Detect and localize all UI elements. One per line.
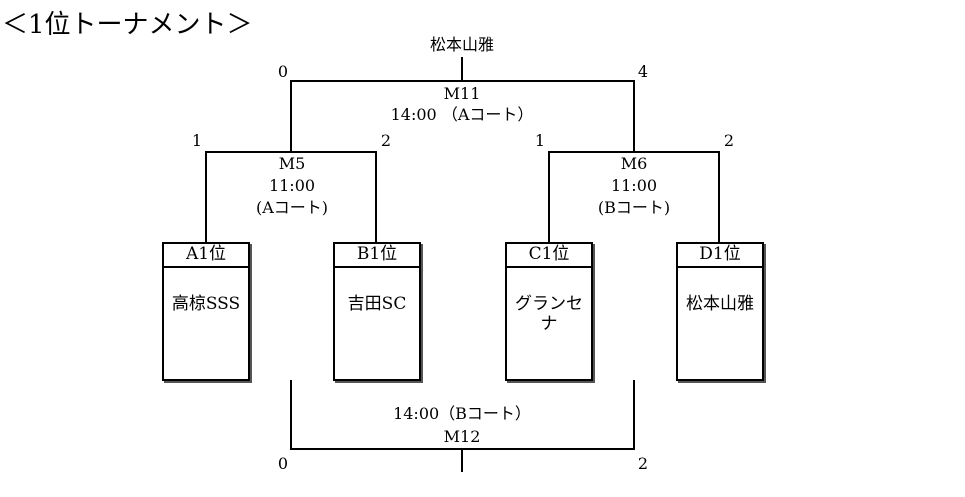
final-bracket-line bbox=[290, 80, 635, 82]
third-winner-line bbox=[461, 448, 463, 472]
semi-left-leg-a bbox=[205, 151, 207, 243]
team-box-b1: B1位 吉田SC bbox=[333, 242, 421, 381]
team-box-d1: D1位 松本山雅 bbox=[676, 242, 764, 381]
semi-left-court: (Aコート) bbox=[255, 198, 329, 217]
semi-right-time: 11:00 bbox=[610, 176, 658, 195]
semi-left-match-label: M5 bbox=[278, 154, 306, 173]
final-match-label: M11 bbox=[443, 84, 481, 103]
semi-right-score-left: 1 bbox=[534, 131, 546, 150]
team-seed: B1位 bbox=[335, 244, 419, 268]
final-right-leg bbox=[633, 80, 635, 152]
semi-right-score-right: 2 bbox=[723, 131, 735, 150]
team-name: グランセナ bbox=[515, 294, 583, 334]
final-time-court: 14:00 （Aコート） bbox=[390, 105, 534, 124]
team-name: 吉田SC bbox=[347, 294, 407, 314]
team-seed: C1位 bbox=[507, 244, 591, 268]
semi-left-leg-b bbox=[375, 151, 377, 243]
semi-right-leg-c bbox=[548, 151, 550, 243]
final-winner-line bbox=[461, 57, 463, 81]
page-title: ＜1位トーナメント＞ bbox=[2, 10, 253, 40]
third-score-left: 0 bbox=[277, 454, 289, 473]
final-left-leg bbox=[290, 80, 292, 152]
third-right-leg bbox=[633, 380, 635, 450]
semi-right-leg-d bbox=[718, 151, 720, 243]
semi-left-bracket-line bbox=[205, 151, 377, 153]
third-match-label: M12 bbox=[443, 427, 481, 446]
semi-left-time: 11:00 bbox=[268, 176, 316, 195]
semi-left-score-right: 2 bbox=[380, 131, 392, 150]
team-seed: D1位 bbox=[678, 244, 762, 268]
team-box-c1: C1位 グランセナ bbox=[505, 242, 593, 381]
semi-left-score-left: 1 bbox=[191, 131, 203, 150]
team-name: 松本山雅 bbox=[686, 294, 754, 314]
third-time-court: 14:00（Bコート） bbox=[393, 404, 531, 423]
third-score-right: 2 bbox=[637, 454, 649, 473]
third-left-leg bbox=[290, 380, 292, 450]
final-score-left: 0 bbox=[277, 62, 289, 81]
semi-right-court: (Bコート) bbox=[597, 198, 671, 217]
team-seed: A1位 bbox=[164, 244, 248, 268]
final-score-right: 4 bbox=[637, 62, 649, 81]
semi-right-bracket-line bbox=[548, 151, 720, 153]
team-box-a1: A1位 高椋SSS bbox=[162, 242, 250, 381]
final-winner: 松本山雅 bbox=[429, 35, 495, 54]
team-name: 高椋SSS bbox=[171, 294, 241, 314]
semi-right-match-label: M6 bbox=[620, 154, 648, 173]
